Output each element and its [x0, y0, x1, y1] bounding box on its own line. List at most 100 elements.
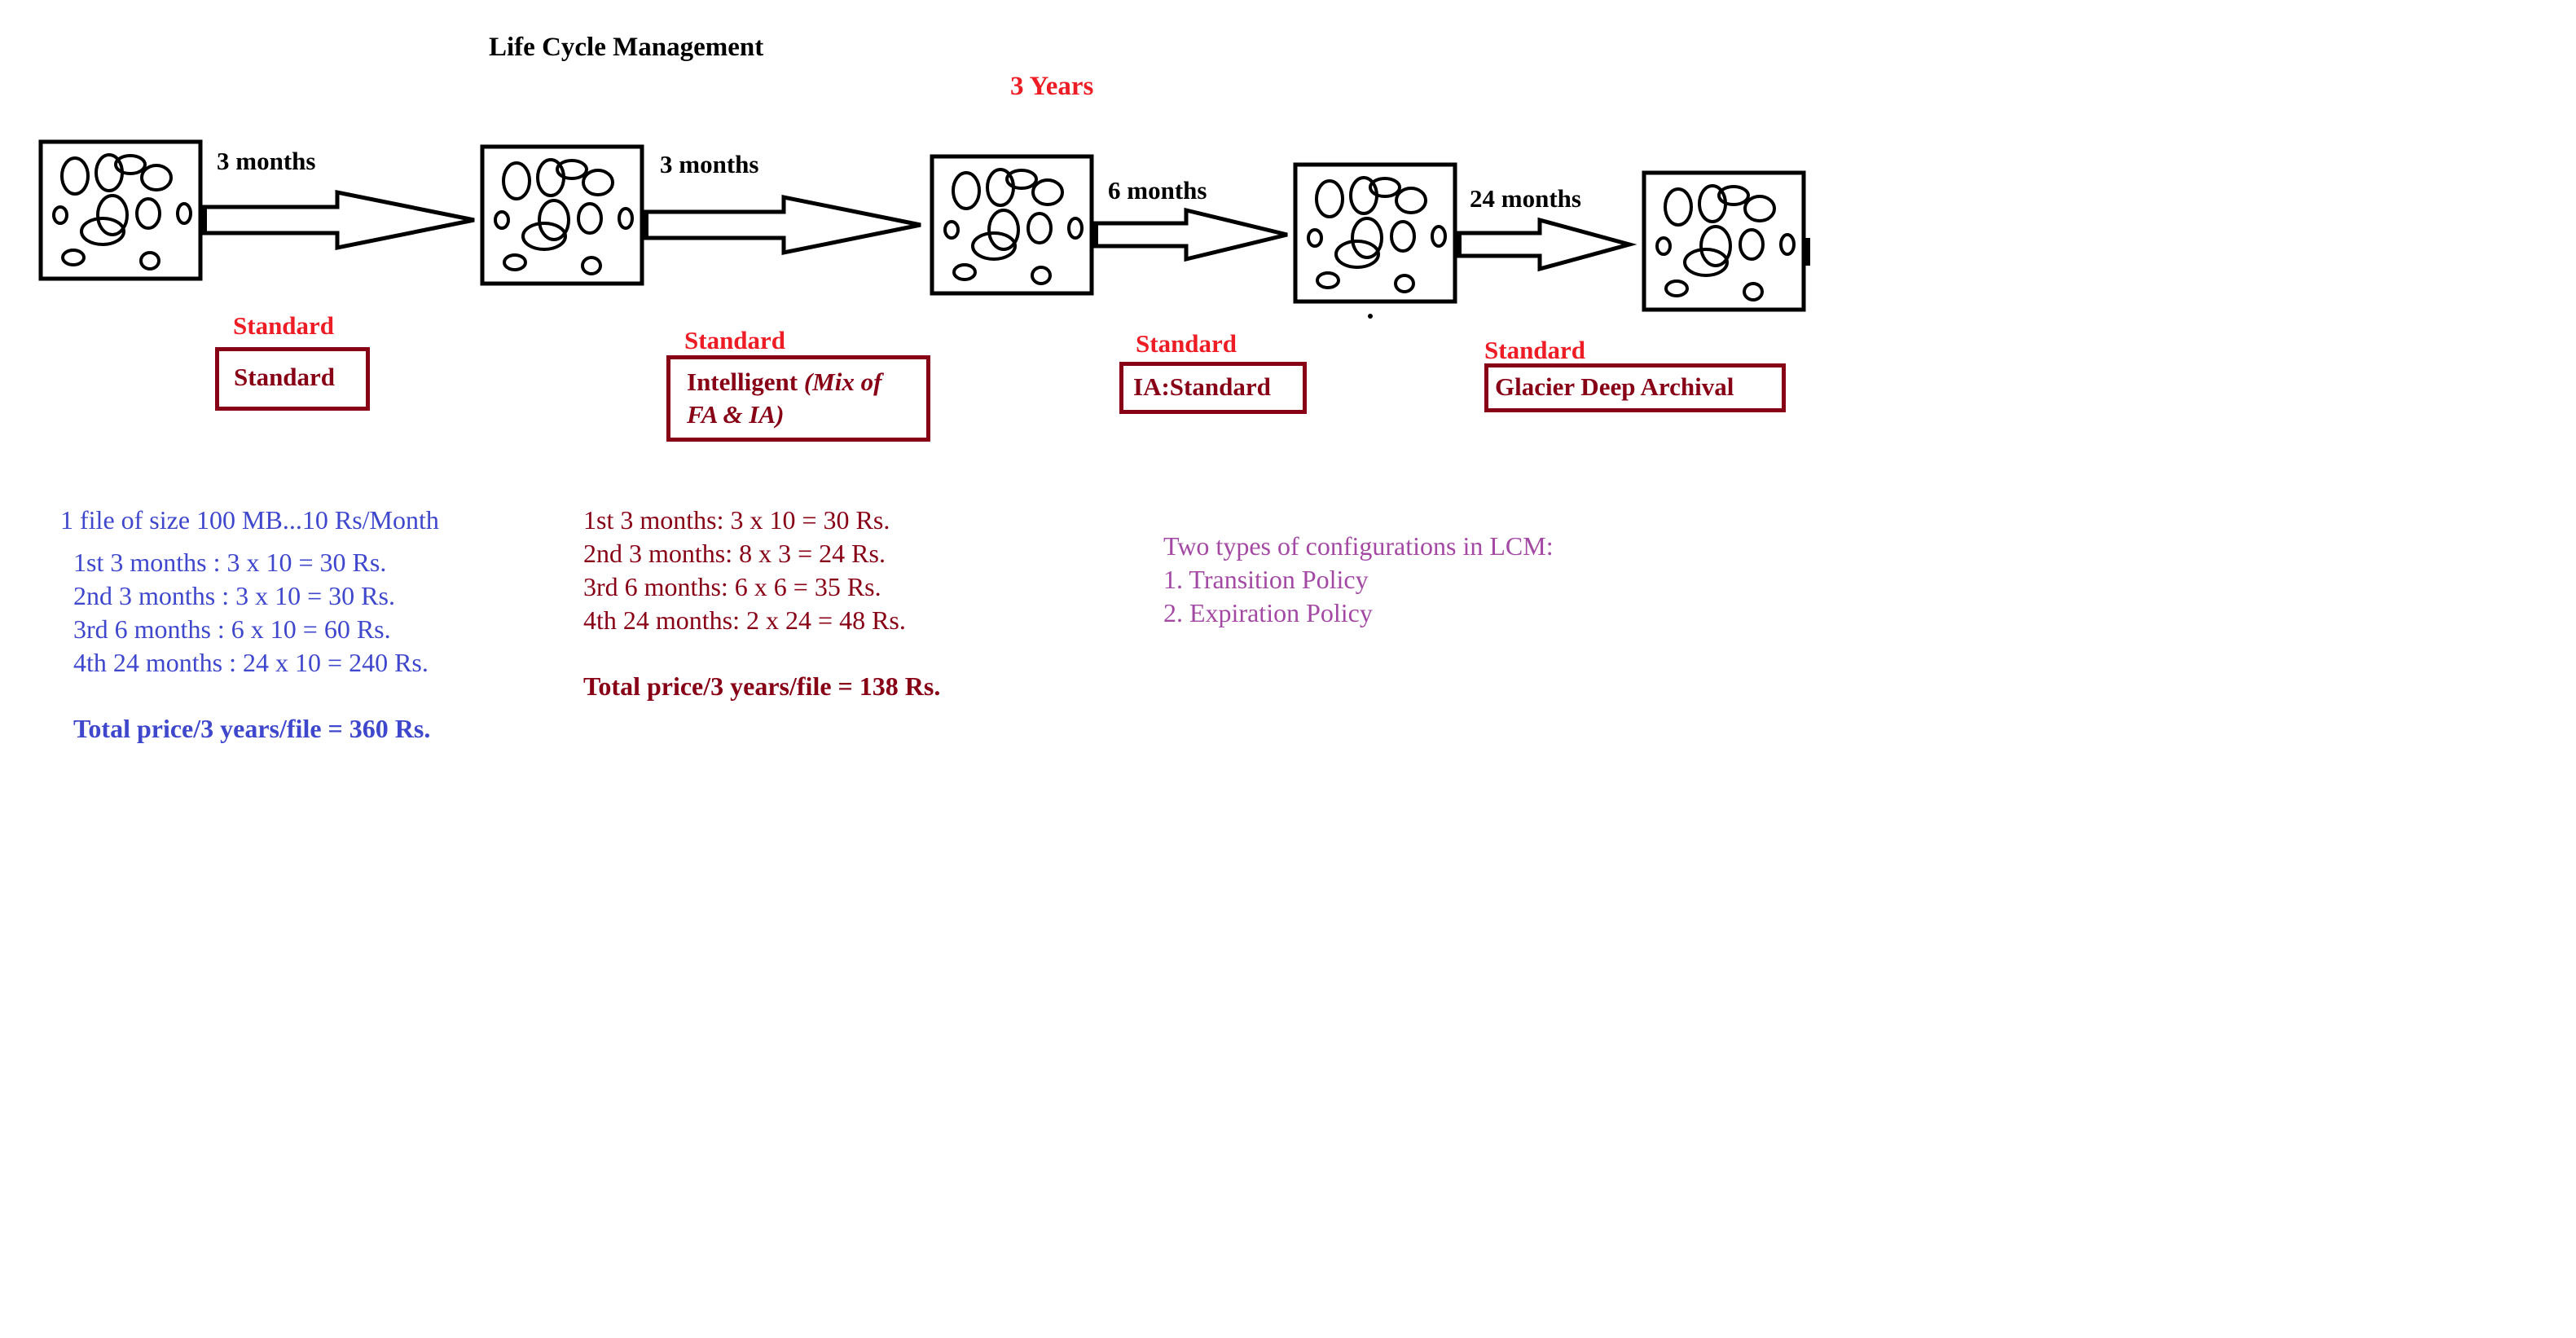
object-blob [538, 199, 570, 241]
transition-label: 3 months [660, 150, 759, 178]
config-item: 1. Transition Policy [1163, 565, 1369, 594]
object-blob [1717, 185, 1750, 206]
object-blob [1664, 279, 1689, 297]
object-blob [618, 207, 634, 230]
object-blob [1031, 266, 1052, 285]
pricing-line: 2nd 3 months : 3 x 10 = 30 Rs. [73, 581, 395, 610]
stage-class-label: Standard [1484, 336, 1586, 364]
storage-class-box: IA:Standard [1119, 362, 1307, 414]
transition-label: 6 months [1108, 176, 1207, 205]
object-blob [60, 156, 90, 196]
pricing-line: 4th 24 months : 24 x 10 = 240 Rs. [73, 648, 429, 677]
arrow-right-icon [1089, 207, 1288, 262]
object-blob [1739, 228, 1765, 261]
object-blob [114, 154, 147, 175]
object-blob [987, 209, 1020, 251]
storage-class-name: Glacier Deep Archival [1495, 372, 1734, 401]
pricing-line: 3rd 6 months : 6 x 10 = 60 Rs. [73, 614, 391, 644]
bucket-icon [1293, 162, 1457, 304]
object-blob [581, 256, 602, 275]
object-blob [1699, 225, 1732, 267]
pricing-line: 1st 3 months : 3 x 10 = 30 Rs. [73, 548, 387, 577]
bucket-icon [38, 139, 203, 281]
object-blob [494, 210, 510, 230]
arrow-right-icon [640, 194, 921, 256]
pricing-line: 2nd 3 months: 8 x 3 = 24 Rs. [583, 539, 886, 568]
object-blob [1394, 274, 1415, 293]
object-blob [943, 220, 960, 240]
config-header: Two types of configurations in LCM: [1163, 531, 1554, 561]
object-blob [1315, 179, 1344, 218]
object-blob [1031, 178, 1064, 206]
storage-class-box: Standard [215, 347, 370, 411]
object-blob [521, 222, 567, 251]
object-blob [1351, 217, 1383, 259]
storage-class-note: FA & IA) [687, 400, 785, 429]
arrow-tail [1455, 233, 1462, 256]
transition-label: 3 months [217, 147, 316, 175]
pricing-line: 3rd 6 months: 6 x 6 = 35 Rs. [583, 572, 881, 601]
storage-class-name: Standard [234, 363, 336, 391]
object-blob [61, 249, 86, 266]
object-blob [1779, 233, 1796, 256]
object-blob [1005, 169, 1038, 190]
object-blob [952, 263, 977, 281]
object-blob [176, 202, 192, 225]
storage-class-box: Glacier Deep Archival [1484, 363, 1786, 412]
object-blob [80, 217, 125, 246]
pricing-line: 1st 3 months: 3 x 10 = 30 Rs. [583, 505, 890, 535]
object-blob [1655, 236, 1672, 256]
object-blob [952, 171, 981, 210]
object-blob [140, 164, 173, 191]
storage-class-name: Intelligent [687, 368, 798, 396]
pricing-total: Total price/3 years/file = 360 Rs. [73, 714, 431, 743]
object-blob [502, 161, 531, 200]
object-blob [1743, 195, 1776, 222]
page-title: Life Cycle Management [489, 33, 764, 62]
object-blob [1369, 177, 1401, 198]
stray-dot [1368, 314, 1373, 319]
arrow-right-icon [198, 189, 475, 251]
arrow-tail [200, 207, 207, 233]
storage-class-note: (Mix of [803, 368, 882, 396]
object-blob [96, 194, 129, 236]
pricing-total: Total price/3 years/file = 138 Rs. [583, 671, 941, 701]
object-blob [135, 197, 161, 230]
bucket-nub [1804, 238, 1810, 266]
object-blob [1334, 240, 1380, 269]
stage-class-label: Standard [684, 326, 786, 354]
object-blob [556, 159, 588, 180]
arrow-right-icon [1453, 217, 1637, 272]
transition-label: 24 months [1470, 184, 1581, 213]
object-blob [1316, 271, 1340, 289]
object-blob [1307, 228, 1323, 248]
object-blob [1390, 220, 1416, 253]
pricing-line: 4th 24 months: 2 x 24 = 48 Rs. [583, 605, 906, 635]
bucket-icon [1642, 170, 1806, 312]
object-blob [1067, 217, 1084, 240]
object-blob [1664, 187, 1693, 227]
arrow-tail [642, 212, 648, 238]
object-blob [1743, 282, 1764, 301]
object-blob [577, 202, 603, 235]
storage-class-box: Intelligent (Mix of FA & IA) [666, 355, 930, 442]
object-blob [971, 231, 1017, 261]
object-blob [139, 251, 160, 271]
object-blob [503, 253, 527, 271]
bucket-icon [930, 154, 1094, 296]
duration-label: 3 Years [1010, 72, 1094, 101]
stage-class-label: Standard [233, 311, 335, 340]
storage-class-name: IA:Standard [1133, 372, 1271, 401]
arrow-tail [1092, 223, 1098, 246]
object-blob [52, 205, 68, 225]
object-blob [1431, 225, 1447, 248]
object-blob [582, 169, 614, 196]
bucket-icon [480, 144, 644, 286]
config-item: 2. Expiration Policy [1163, 598, 1373, 627]
stage-class-label: Standard [1136, 329, 1237, 358]
object-blob [1026, 212, 1053, 244]
object-blob [1395, 187, 1427, 214]
pricing-header: 1 file of size 100 MB...10 Rs/Month [60, 505, 439, 535]
object-blob [1683, 248, 1729, 277]
